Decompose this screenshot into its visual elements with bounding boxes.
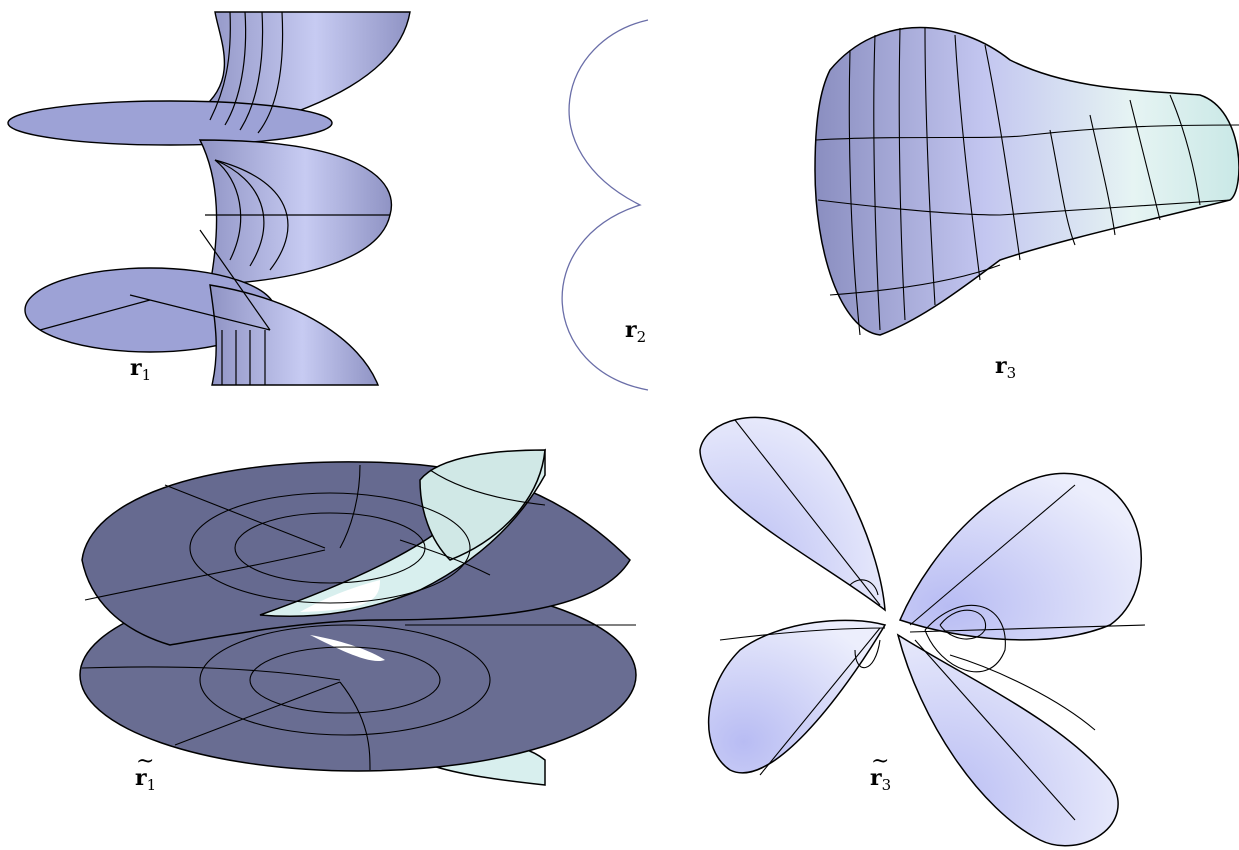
cusp-curve [561, 19, 649, 391]
panel-r1: r1 [7, 11, 411, 386]
petal-gridlines [719, 419, 1146, 821]
label-r3: r3 [995, 353, 1016, 382]
label-r1-tilde: r1 [135, 765, 156, 794]
helicoid-gridlines [39, 11, 390, 385]
panel-r2: r2 [561, 19, 649, 391]
helicoid-surface [7, 11, 411, 386]
petal-top-right [898, 472, 1142, 641]
label-r3-tilde: r3 [870, 765, 891, 794]
petal-surface [699, 416, 1142, 847]
disc-surface [79, 448, 637, 786]
saddle-gridlines [815, 27, 1239, 336]
label-r2: r2 [625, 317, 646, 346]
petal-bottom-right [896, 633, 1119, 847]
panel-r1-tilde: r1 ~ [79, 448, 637, 794]
saddle-surface [814, 26, 1239, 336]
panel-r3-tilde: r3 ~ [699, 416, 1146, 847]
petal-bottom-left [707, 619, 887, 774]
tilde-r1: ~ [136, 749, 154, 774]
tilde-r3: ~ [871, 749, 889, 774]
panel-r3: r3 [814, 26, 1239, 382]
label-r1: r1 [130, 355, 151, 384]
petal-top-left [699, 416, 886, 612]
disc-gridlines [81, 464, 636, 771]
